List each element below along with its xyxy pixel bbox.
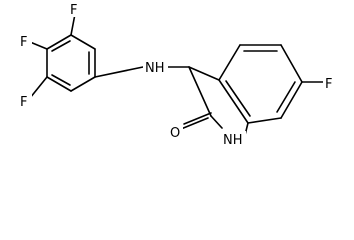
atom-nh-lactam: NH [223, 133, 243, 148]
bond-c2-o-2 [183, 112, 212, 125]
bond-ring2-e [247, 117, 282, 124]
bond-ring1-double-2 [51, 74, 71, 86]
bond-ring1-d [46, 76, 72, 92]
bond-ring1-a [70, 34, 96, 50]
bond-c3-c3a [188, 66, 220, 81]
atom-f-left: F [20, 35, 27, 50]
bond-ring2-d [280, 81, 303, 119]
atom-f-bottom: F [20, 95, 27, 110]
bond-ring2-c [280, 44, 303, 83]
bond-c2-n1 [210, 115, 223, 129]
molecule-diagram: F F F NH F O NH [18, 1, 337, 148]
bond-ring1-double-1 [51, 40, 71, 52]
bond-c2-o-1 [180, 117, 209, 130]
atom-f-right: F [325, 77, 332, 92]
bond-ring2-a [218, 44, 241, 81]
bond-ring2-double-3 [225, 80, 251, 117]
atom-labels: F F F NH F O NH [18, 1, 337, 148]
bond-c-f-bottom [29, 76, 48, 99]
bond-c-f-top [70, 13, 76, 36]
bond-ring1-e [70, 76, 96, 92]
bond-ring2-f [218, 79, 249, 124]
bond-c-f-left [29, 41, 48, 50]
atom-f-top: F [70, 3, 77, 18]
bond-c3-c2 [188, 66, 212, 117]
bond-ring1-nh [94, 66, 144, 78]
atom-nh-amine: NH [145, 61, 165, 76]
bond-ring1-b [46, 34, 72, 50]
bonds [29, 13, 324, 136]
bond-ring2-double-2 [276, 81, 296, 113]
atom-o-carbonyl: O [170, 126, 180, 141]
